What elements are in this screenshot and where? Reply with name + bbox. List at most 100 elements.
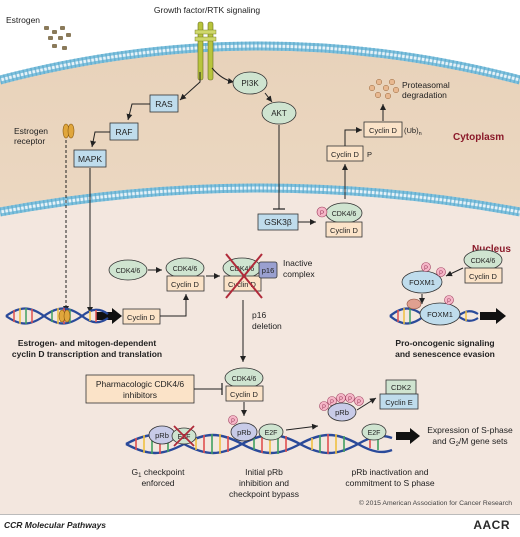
g1-label: G xyxy=(132,467,139,477)
cyclin-d-label: Cyclin D xyxy=(171,280,200,289)
cdk46-label: CDK4/6 xyxy=(116,268,141,275)
gsk3b-label: GSK3β xyxy=(264,217,292,227)
dna-helix-icon xyxy=(5,307,109,325)
prb-node xyxy=(327,402,357,422)
mapk-label: MAPK xyxy=(78,154,102,164)
phospho-label: P xyxy=(231,419,235,425)
foxm1-node xyxy=(401,270,443,294)
cofactor-node xyxy=(406,298,422,310)
cell-membrane xyxy=(0,41,520,85)
e2f-node xyxy=(258,423,284,441)
cdk46-label: CDK4/6 xyxy=(173,266,198,273)
phospho-label: P xyxy=(330,400,334,406)
svg-text:(Ub)n: (Ub)n xyxy=(404,126,422,137)
inactive-cross-icon xyxy=(225,253,263,299)
g1-subscript: 1 xyxy=(138,473,142,479)
expression-label-1: Expression of S-phase xyxy=(427,425,513,435)
phospho-cluster-icon xyxy=(319,393,364,411)
initial-label-2: inhibition and xyxy=(239,478,289,488)
commit-label-1: pRb inactivation and xyxy=(351,467,428,477)
oncogenic-label-2: and senescence evasion xyxy=(395,349,495,359)
inactive-label-1: Inactive xyxy=(283,258,313,268)
e2f-node xyxy=(361,423,387,441)
svg-text:and G2/M gene sets: and G2/M gene sets xyxy=(432,436,507,448)
nucleus-label: Nucleus xyxy=(472,244,511,255)
phospho-label: P xyxy=(322,405,326,411)
aacr-logo: AACR xyxy=(473,518,510,532)
prb-label: pRb xyxy=(335,408,349,417)
foxm1-label: FOXM1 xyxy=(427,310,453,319)
cdk46-label: CDK4/6 xyxy=(332,211,357,218)
mapk-box xyxy=(73,149,107,168)
phospho-icon xyxy=(316,206,328,218)
raf-label: RAF xyxy=(116,127,133,137)
phospho-label: P xyxy=(447,299,451,305)
cyclin-e-box xyxy=(379,393,419,410)
cyclin-d-box xyxy=(225,385,264,402)
transcription-label-2: cyclin D transcription and translation xyxy=(12,349,162,359)
phospho-label: P xyxy=(339,397,343,403)
phospho-label: P xyxy=(424,266,428,272)
cyclin-d-label: Cyclin D xyxy=(331,150,360,159)
cyclin-d-ub-box xyxy=(363,121,403,138)
cdk2-label: CDK2 xyxy=(391,383,411,392)
phospho-label: P xyxy=(439,271,443,277)
phospho-icon xyxy=(444,295,454,305)
cyclin-d-label: Cyclin D xyxy=(127,313,156,322)
cyclin-d-ub-label: Cyclin D xyxy=(369,126,398,135)
oncogenic-label-1: Pro-oncogenic signaling xyxy=(395,338,494,348)
foxm1-node xyxy=(419,302,461,326)
expression-subscript: 2 xyxy=(456,442,460,448)
e2f-label: E2F xyxy=(178,434,191,441)
akt-label: AKT xyxy=(271,109,287,118)
estrogen-receptor-label-2: receptor xyxy=(14,136,45,146)
cdk46-node xyxy=(108,259,148,281)
phospho-label: P xyxy=(348,397,352,403)
cyclin-d-label: Cyclin D xyxy=(230,390,259,399)
transcription-arrow-icon xyxy=(480,308,506,324)
copyright-text: © 2015 American Association for Cancer R… xyxy=(358,500,512,507)
e2f-label: E2F xyxy=(368,430,381,437)
prb-node xyxy=(230,422,258,442)
p16-deletion-label-2: deletion xyxy=(252,321,282,331)
estrogen-receptor-icon xyxy=(58,309,71,323)
cyclin-e-label: Cyclin E xyxy=(385,398,413,407)
initial-label-3: checkpoint bypass xyxy=(229,489,299,499)
expression-label-2: and G xyxy=(432,436,455,446)
commit-label-2: commitment to S phase xyxy=(345,478,435,488)
initial-label-1: Initial pRb xyxy=(245,467,283,477)
expression-arrow-icon xyxy=(396,428,420,444)
estrogen-receptor-icon xyxy=(62,123,75,139)
phospho-icon xyxy=(436,267,446,277)
inhibitors-label-1: Pharmacologic CDK4/6 xyxy=(96,379,185,389)
foxm1-label: FOXM1 xyxy=(409,278,435,287)
p16-label: p16 xyxy=(262,266,275,275)
estrogen-label: Estrogen xyxy=(6,15,40,25)
inhibitors-label-2: inhibitors xyxy=(123,390,157,400)
akt-node xyxy=(261,101,297,125)
nuclear-membrane xyxy=(0,183,520,217)
cdk46-label: CDK4/6 xyxy=(230,266,255,273)
e2f-label: E2F xyxy=(265,430,278,437)
expression-label-2-tail: /M gene sets xyxy=(459,436,508,446)
inactive-label-2: complex xyxy=(283,269,315,279)
pathway-diagram: Growth factor/RTK signaling Estrogen Est… xyxy=(0,5,520,514)
cdk46-label: CDK4/6 xyxy=(232,376,257,383)
cytoplasm-label: Cytoplasm xyxy=(453,132,504,143)
pi3k-node xyxy=(232,71,268,95)
phospho-icon xyxy=(421,262,431,272)
phospho-label: P xyxy=(367,150,372,159)
pi3k-label: PI3K xyxy=(241,79,259,88)
prb-label: pRb xyxy=(237,428,251,437)
phospho-label: P xyxy=(357,400,361,406)
cdk46-label: CDK4/6 xyxy=(471,258,496,265)
cyclin-d-label: Cyclin D xyxy=(228,280,257,289)
ub-subscript: n xyxy=(419,131,422,137)
g1-label-2: enforced xyxy=(141,478,174,488)
cyclin-d-box xyxy=(464,267,503,284)
proteasomal-label-2: degradation xyxy=(402,90,447,100)
proteasomal-label-1: Proteasomal xyxy=(402,80,450,90)
phospho-label: P xyxy=(320,210,324,217)
p16-box xyxy=(258,261,278,279)
